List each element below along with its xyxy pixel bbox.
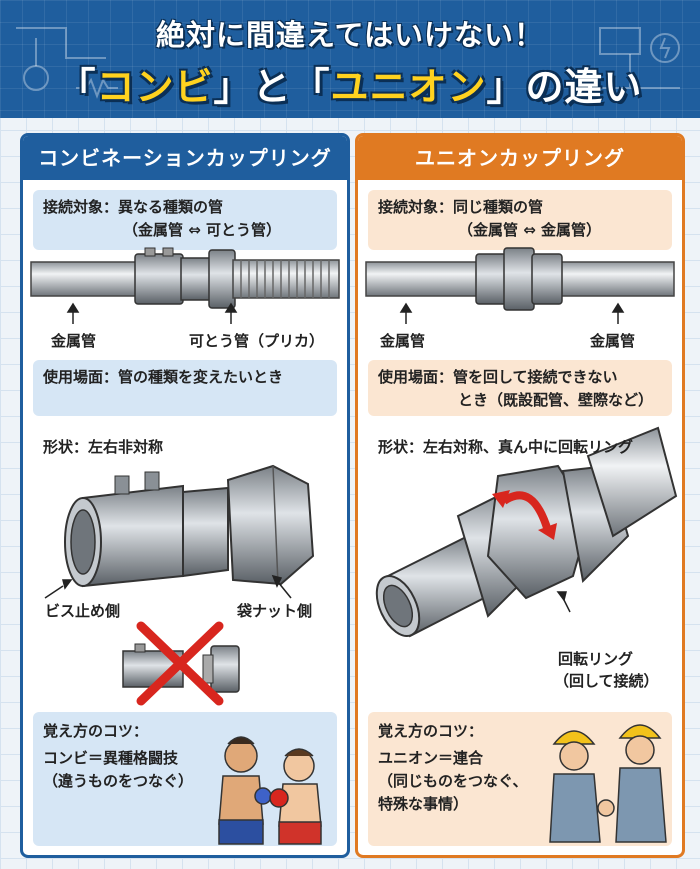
boxers-illustration bbox=[218, 736, 322, 845]
target-detail: （金属管 ⇔ 金属管） bbox=[458, 221, 602, 239]
target-label: 接続対象：同じ種類の管 bbox=[378, 198, 544, 216]
subtitle-bracket: 「 bbox=[57, 65, 97, 109]
subtitle-combi: コンビ bbox=[96, 65, 214, 109]
panel-title: ユニオンカップリング bbox=[358, 136, 682, 180]
panel-title: コンビネーションカップリング bbox=[23, 136, 347, 180]
tip-line-1: コンビ＝異種格闘技 bbox=[43, 749, 179, 767]
usage-box: 使用場面：管の種類を変えたいとき bbox=[33, 360, 337, 416]
tip-title: 覚え方のコツ： bbox=[378, 722, 484, 740]
screw-side-label: ビス止め側 bbox=[45, 602, 121, 620]
usage-line-1: 使用場面：管を回して接続できない bbox=[378, 368, 618, 386]
target-label: 接続対象：異なる種類の管 bbox=[43, 198, 224, 216]
usage-line-2: とき（既設配管、壁際など） bbox=[458, 391, 654, 409]
shape-label: 形状：左右非対称 bbox=[43, 438, 164, 456]
pipe-illustration bbox=[30, 247, 340, 706]
nut-side-label: 袋ナット側 bbox=[237, 602, 313, 620]
usage-box: 使用場面：管を回して接続できない とき（既設配管、壁際など） bbox=[368, 360, 672, 416]
tip-title: 覚え方のコツ： bbox=[43, 722, 149, 740]
pipe-label-flexible: 可とう管（プリカ） bbox=[189, 332, 325, 350]
tip-line-3: 特殊な事情） bbox=[378, 795, 469, 813]
ring-label-detail: （回して接続） bbox=[554, 672, 659, 690]
shape-label: 形状：左右対称、真ん中に回転リング bbox=[378, 438, 634, 456]
combination-coupling-panel: コンビネーションカップリング 接続対象：異なる種類の管 （金属管 ⇔ 可とう管） bbox=[20, 133, 350, 858]
subtitle-bracket: 」と「 bbox=[213, 65, 331, 109]
tip-line-1: ユニオン＝連合 bbox=[378, 749, 484, 767]
subtitle-tail: 」の違い bbox=[486, 65, 643, 109]
target-detail: （金属管 ⇔ 可とう管） bbox=[123, 221, 282, 239]
subtitle-union: ユニオン bbox=[330, 65, 487, 109]
pipe-illustration bbox=[365, 247, 678, 638]
union-coupling-panel: ユニオンカップリング 接続対象：同じ種類の管 （金属管 ⇔ 金属管） bbox=[355, 133, 685, 858]
wrong-x-icon bbox=[136, 621, 224, 706]
tip-line-2: （同じものをつなぐ、 bbox=[378, 772, 528, 790]
workers-handshake-illustration bbox=[549, 724, 667, 843]
page-subtitle: 「コンビ」と「ユニオン」の違い bbox=[0, 56, 700, 111]
rotation-arrow-icon bbox=[492, 490, 557, 540]
connection-target-box: 接続対象：同じ種類の管 （金属管 ⇔ 金属管） bbox=[368, 190, 672, 250]
memory-tip-box: 覚え方のコツ： ユニオン＝連合 （同じものをつなぐ、 特殊な事情） bbox=[368, 712, 672, 846]
pipe-label-metal: 金属管 bbox=[51, 332, 97, 350]
circuit-right-icon bbox=[590, 27, 680, 89]
header-banner: 絶対に間違えてはいけない！ 「コンビ」と「ユニオン」の違い bbox=[0, 0, 700, 118]
pipe-label-metal-left: 金属管 bbox=[380, 332, 426, 350]
usage-text: 使用場面：管の種類を変えたいとき bbox=[43, 368, 284, 386]
pipe-label-metal-right: 金属管 bbox=[590, 332, 636, 350]
page-title: 絶対に間違えてはいけない！ bbox=[156, 18, 544, 52]
circuit-left-icon bbox=[16, 27, 118, 99]
ring-label: 回転リング bbox=[558, 650, 634, 668]
connection-target-box: 接続対象：異なる種類の管 （金属管 ⇔ 可とう管） bbox=[33, 190, 337, 250]
tip-line-2: （違うものをつなぐ） bbox=[43, 772, 194, 790]
